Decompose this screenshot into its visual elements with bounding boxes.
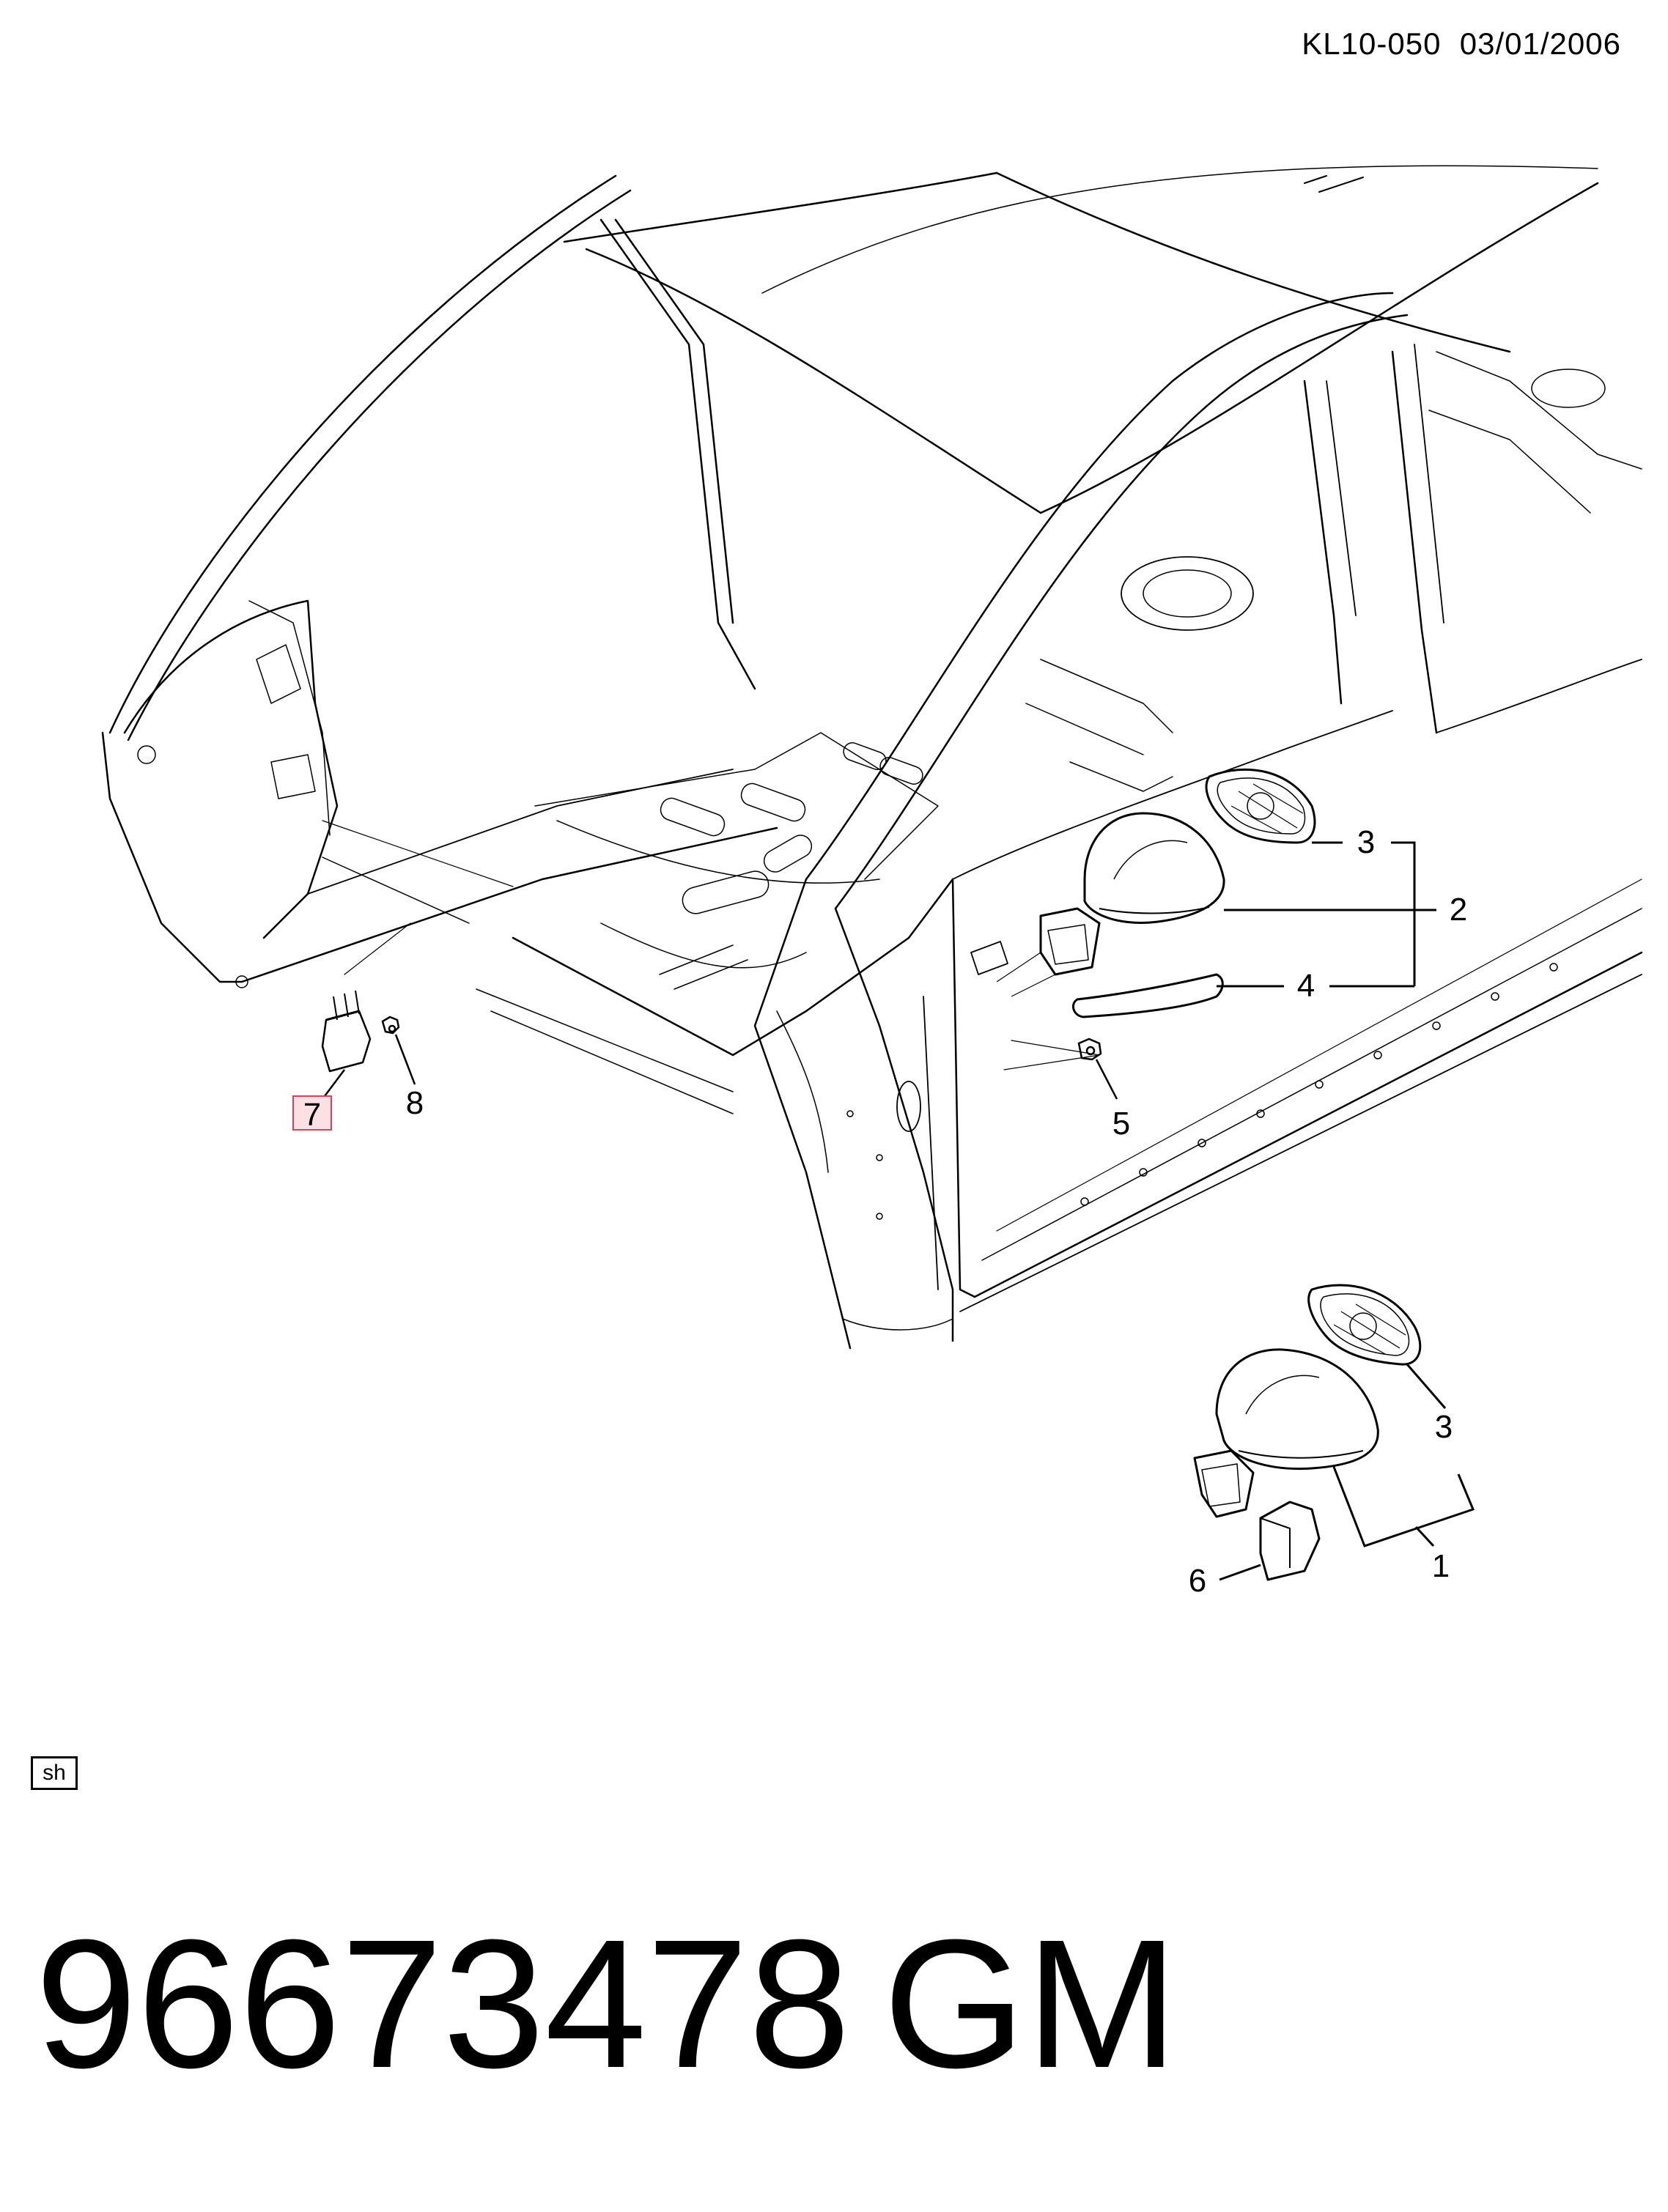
callout-8: 8 [406,1085,424,1121]
part-4-turn-signal [1071,973,1224,1018]
part-1-mirror-assembly [1193,1348,1379,1518]
callout-7: 7 [303,1097,321,1133]
part-5-bolt [1077,1037,1118,1100]
callout-3-lower: 3 [1435,1409,1453,1445]
part-number: 96673478 [35,1901,851,2106]
part-2-mirror-housing [996,812,1225,997]
car-body-illustration [101,165,1643,1350]
lower-callout-leaders [1219,1364,1475,1581]
part-3-mirror-glass-lower [1307,1284,1422,1366]
part-3-mirror-glass-upper [1205,768,1316,844]
callout-3-upper: 3 [1357,824,1375,860]
part-7-8-leaders [322,1034,416,1100]
part-7-module [321,990,372,1073]
part-8-bolt [381,1016,400,1035]
drawing-code-date: KL10-050 03/01/2006 [1302,26,1621,61]
exploded-parts-diagram: 7 8 3 2 4 5 3 1 6 [101,165,1643,1599]
callout-6: 6 [1189,1563,1206,1599]
callout-1: 1 [1432,1548,1450,1584]
callout-2: 2 [1450,892,1467,928]
upper-callout-leaders [1217,841,1436,988]
sheet-tag: sh [31,1756,78,1790]
callout-7-highlight [292,1095,332,1131]
callout-4: 4 [1297,968,1315,1004]
brand-name: GM [883,1901,1178,2106]
part-6-cover [1259,1501,1321,1581]
callout-5: 5 [1112,1106,1130,1142]
